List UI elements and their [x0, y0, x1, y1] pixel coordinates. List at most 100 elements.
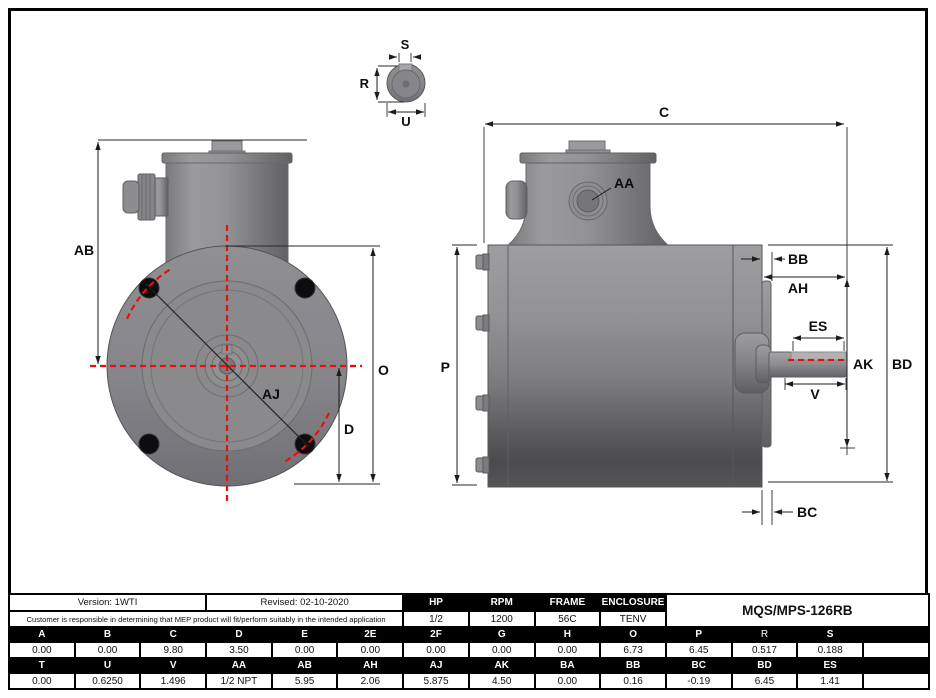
dim-value-cell: 0.00	[533, 672, 602, 690]
dim-header-cell: 2F	[402, 626, 470, 643]
spec-value-rpm: 1200	[467, 610, 536, 628]
title-block-table: Version: 1WTI Revised: 02-10-2020 HP RPM…	[7, 593, 930, 690]
spec-header-frame: FRAME	[533, 593, 602, 612]
rear-bolts	[475, 253, 490, 474]
dim-value-row-1: 0.00 0.00 9.80 3.50 0.00 0.00 0.00 0.00 …	[8, 641, 930, 659]
dim-header-cell: O	[599, 626, 667, 643]
spec-value-row: Customer is responsible in determining t…	[7, 610, 929, 628]
dim-label-bb: BB	[788, 251, 808, 267]
side-view: C AA P BB AH ES AK BD V BC	[441, 104, 912, 525]
dim-value-cell: 1/2 NPT	[205, 672, 273, 690]
dim-header-cell: V	[139, 657, 208, 674]
dim-header-cell: 2E	[336, 626, 405, 643]
spec-header-hp: HP	[402, 593, 470, 612]
dim-value-cell: 0.188	[796, 641, 864, 659]
dim-header-cell: B	[73, 626, 142, 643]
conduit-boss	[505, 180, 528, 220]
bolt-hole	[138, 277, 160, 299]
dim-value-cell: 0.6250	[73, 672, 142, 690]
dim-value-row-2: 0.00 0.6250 1.496 1/2 NPT 5.95 2.06 5.87…	[8, 672, 930, 690]
dim-value-cell: 5.95	[270, 672, 339, 690]
dim-header-cell: AH	[336, 657, 405, 674]
dim-label-ah: AH	[788, 280, 808, 296]
bolt-hole	[294, 277, 316, 299]
dim-header-cell: BA	[533, 657, 602, 674]
dim-header-row-1: A B C D E 2E 2F G H O P R S	[8, 626, 930, 643]
dim-label-bc: BC	[797, 504, 817, 520]
version-cell: Version: 1WTI	[7, 593, 208, 612]
dim-header-cell: C	[139, 626, 208, 643]
dim-value-cell: -0.19	[664, 672, 733, 690]
disclaimer: Customer is responsible in determining t…	[7, 610, 405, 628]
dim-header-cell: BB	[599, 657, 667, 674]
dim-header-cell: T	[8, 657, 76, 674]
title-block: Version: 1WTI Revised: 02-10-2020 HP RPM…	[7, 593, 930, 690]
dim-value-cell: 2.06	[336, 672, 405, 690]
dim-value-cell: 6.73	[599, 641, 667, 659]
dim-value-cell: 9.80	[139, 641, 208, 659]
meta-row: Version: 1WTI Revised: 02-10-2020 HP RPM…	[7, 593, 930, 628]
conduit-box-lid	[161, 152, 293, 164]
dim-label-aa: AA	[614, 175, 634, 191]
dim-label-o: O	[378, 362, 389, 378]
dim-value-cell: 1.41	[796, 672, 864, 690]
spec-header-enclosure: ENCLOSURE	[599, 593, 667, 612]
dim-label-d: D	[344, 421, 354, 437]
spec-value-enclosure: TENV	[599, 610, 667, 628]
dim-label-u: U	[401, 114, 410, 129]
dim-label-ak: AK	[853, 356, 873, 372]
dim-header-cell: A	[8, 626, 76, 643]
dim-header-cell: R	[730, 626, 799, 643]
dim-header-cell: S	[796, 626, 864, 643]
shaft-end-view: S R U	[360, 37, 426, 129]
bolt-hole	[294, 433, 316, 455]
revised-cell: Revised: 02-10-2020	[205, 593, 405, 612]
dim-label-aj: AJ	[262, 386, 280, 402]
dim-label-r: R	[360, 76, 370, 91]
dim-value-cell: 3.50	[205, 641, 273, 659]
dim-value-cell: 0.00	[402, 641, 470, 659]
dim-value-cell: 0.00	[8, 672, 76, 690]
dim-header-cell: U	[73, 657, 142, 674]
part-number: MQS/MPS-126RB	[664, 593, 930, 628]
dim-header-cell: E	[270, 626, 339, 643]
spec-value-hp: 1/2	[402, 610, 470, 628]
bolt-circle-diagonal	[145, 283, 310, 448]
dim-label-es: ES	[809, 318, 828, 334]
spec-header-rpm: RPM	[467, 593, 536, 612]
dim-value-cell: 0.00	[8, 641, 76, 659]
aa-leader-line	[591, 187, 612, 201]
dim-value-cell: 0.00	[336, 641, 405, 659]
dim-value-cell: 0.16	[599, 672, 667, 690]
dim-value-cell: 0.00	[467, 641, 536, 659]
dim-header-cell: G	[467, 626, 536, 643]
bolt-circle-arc	[283, 412, 330, 463]
dim-value-cell	[861, 641, 930, 659]
dim-label-s: S	[401, 37, 410, 52]
conduit-port-aa	[568, 181, 608, 221]
dim-header-cell: BD	[730, 657, 799, 674]
shaft-key	[790, 351, 847, 361]
bolt-circle-arc	[125, 268, 172, 320]
dim-value-cell: 0.00	[73, 641, 142, 659]
cable-gland	[122, 173, 169, 221]
dim-header-cell: D	[205, 626, 273, 643]
dim-label-v: V	[810, 386, 820, 402]
dim-value-cell: 0.00	[533, 641, 602, 659]
dim-label-p: P	[441, 359, 450, 375]
dim-header-cell	[861, 626, 930, 643]
dim-header-cell: H	[533, 626, 602, 643]
dim-value-cell: 0.00	[270, 641, 339, 659]
dim-value-cell	[861, 672, 930, 690]
dim-label-bd: BD	[892, 356, 912, 372]
conduit-box-lid	[519, 152, 657, 164]
spec-value-frame: 56C	[533, 610, 602, 628]
motor-body	[487, 244, 734, 488]
dim-header-cell: ES	[796, 657, 864, 674]
dim-value-cell: 6.45	[730, 672, 799, 690]
dim-label-ab: AB	[74, 242, 94, 258]
front-view: AB AJ O D	[74, 139, 389, 502]
dim-value-cell: 0.517	[730, 641, 799, 659]
dim-header-cell: BC	[664, 657, 733, 674]
